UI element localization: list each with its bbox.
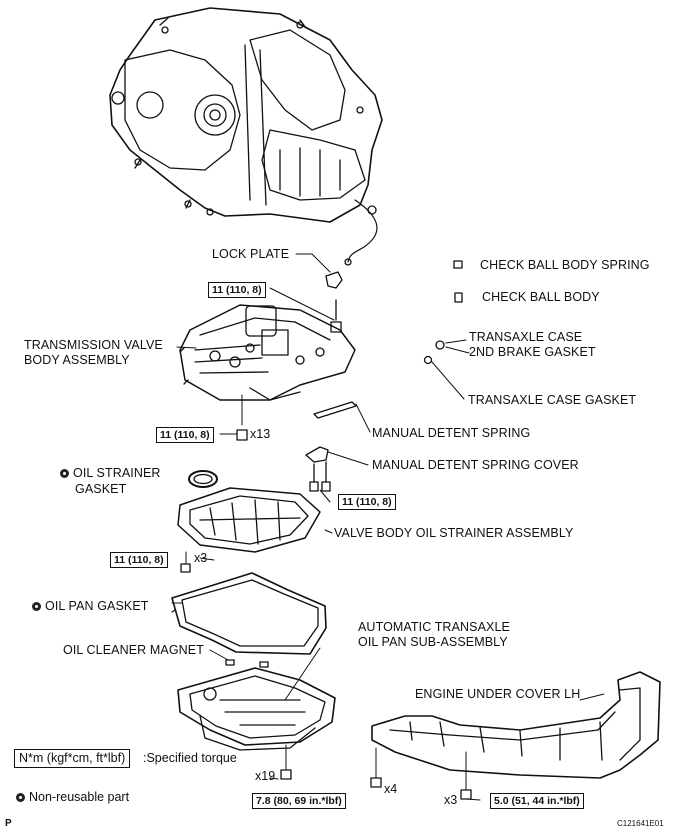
non-reusable-icon — [60, 469, 69, 478]
engine-under-cover-drawing — [370, 671, 661, 800]
oil-pan-drawing — [177, 647, 336, 780]
torque-lock-plate-bolt: 11 (110, 8) — [208, 282, 266, 298]
label-oil-pan-gasket: OIL PAN GASKET — [32, 599, 149, 613]
label-oil-strainer-gasket-line2: GASKET — [75, 482, 127, 496]
label-lock-plate: LOCK PLATE — [212, 247, 290, 261]
label-oil-pan-line1: AUTOMATIC TRANSAXLE — [358, 620, 510, 634]
label-check-ball-body-spring: CHECK BALL BODY SPRING — [480, 258, 650, 272]
torque-valve-body-bolts: 11 (110, 8) — [156, 427, 214, 443]
qty-oil-pan-bolts: x19 — [255, 769, 276, 783]
valve-body-drawing — [179, 304, 356, 441]
oil-cleaner-magnet-drawing — [209, 649, 269, 668]
label-manual-detent-spring: MANUAL DETENT SPRING — [372, 426, 531, 440]
label-transaxle-case-2nd-brake-line2: 2ND BRAKE GASKET — [469, 345, 596, 359]
label-transaxle-case-2nd-brake-line1: TRANSAXLE CASE — [469, 330, 583, 344]
page-letter: P — [5, 818, 12, 829]
label-manual-detent-spring-cover: MANUAL DETENT SPRING COVER — [372, 458, 579, 472]
qty-under-cover-bolts-b: x3 — [444, 793, 458, 807]
oil-strainer-drawing — [177, 470, 321, 573]
torque-strainer-bolts: 11 (110, 8) — [110, 552, 168, 568]
legend-torque-unit: N*m (kgf*cm, ft*lbf) — [14, 749, 131, 768]
non-reusable-icon — [16, 793, 25, 802]
leader-lines — [171, 287, 481, 801]
label-oil-cleaner-magnet: OIL CLEANER MAGNET — [63, 643, 204, 657]
legend-torque-description: :Specified torque — [143, 751, 237, 765]
torque-oil-pan-bolts: 7.8 (80, 69 in.*lbf) — [252, 793, 346, 809]
label-check-ball-body: CHECK BALL BODY — [482, 290, 600, 304]
qty-strainer-bolts: x3 — [194, 551, 208, 565]
label-engine-under-cover: ENGINE UNDER COVER LH — [415, 687, 581, 701]
label-transaxle-case-gasket: TRANSAXLE CASE GASKET — [468, 393, 637, 407]
torque-under-cover-bolts: 5.0 (51, 44 in.*lbf) — [490, 793, 584, 809]
non-reusable-icon — [32, 602, 41, 611]
oil-pan-gasket-drawing — [171, 572, 327, 655]
label-valve-body-oil-strainer: VALVE BODY OIL STRAINER ASSEMBLY — [334, 526, 574, 540]
label-oil-pan-line2: OIL PAN SUB-ASSEMBLY — [358, 635, 508, 649]
qty-valve-body-bolts: x13 — [250, 427, 271, 441]
transaxle-case-drawing — [109, 7, 383, 266]
figure-code: C121641E01 — [617, 819, 664, 828]
label-oil-strainer-gasket-line1: OIL STRAINER — [60, 466, 161, 480]
label-valve-body-line2: BODY ASSEMBLY — [24, 353, 130, 367]
legend-non-reusable: Non-reusable part — [16, 790, 129, 804]
small-parts-drawing — [423, 260, 470, 400]
qty-under-cover-bolts-a: x4 — [384, 782, 398, 796]
torque-detent-cover-bolts: 11 (110, 8) — [338, 494, 396, 510]
label-valve-body-line1: TRANSMISSION VALVE — [24, 338, 163, 352]
detent-spring-drawing — [305, 401, 371, 503]
